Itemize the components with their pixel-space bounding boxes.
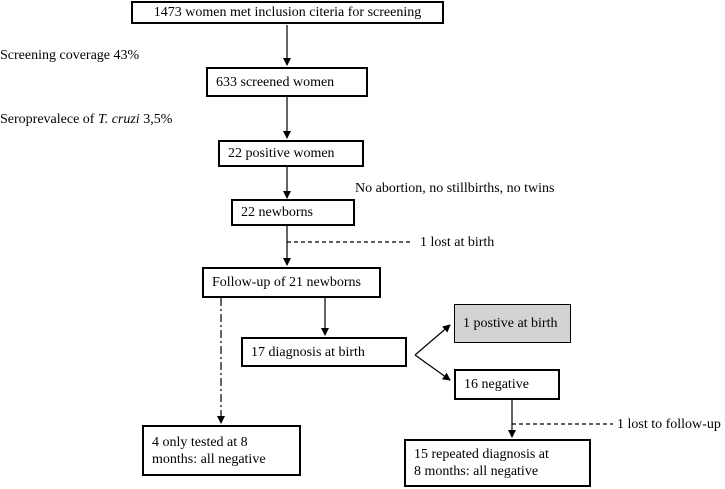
negative-text: 16 negative xyxy=(464,377,529,392)
only-tested-box: 4 only tested at 8 months: all negative xyxy=(142,425,301,476)
lost-at-birth-text: 1 lost at birth xyxy=(420,235,495,250)
lost-to-followup-note: 1 lost to follow-up xyxy=(617,416,721,433)
diagnosis-at-birth-box: 17 diagnosis at birth xyxy=(241,337,407,367)
lost-at-birth-note: 1 lost at birth xyxy=(420,234,494,251)
repeated-diagnosis-box: 15 repeated diagnosis at 8 months: all n… xyxy=(404,439,591,487)
followup-box: Follow-up of 21 newborns xyxy=(202,267,381,298)
seroprevalence-note: Seroprevalece of T. cruzi 3,5% xyxy=(0,111,172,128)
positive-at-birth-text: 1 postive at birth xyxy=(463,316,558,331)
screening-coverage-text: Screening coverage 43% xyxy=(0,48,140,63)
seroprevalence-species: T. cruzi xyxy=(97,112,140,127)
positive-women-text: 22 positive women xyxy=(228,146,335,161)
diagnosis-at-birth-text: 17 diagnosis at birth xyxy=(251,344,365,360)
seroprevalence-value: 3,5% xyxy=(139,112,173,127)
repeated-diagnosis-line1: 15 repeated diagnosis at xyxy=(414,447,549,462)
only-tested-line2: months: all negative xyxy=(152,451,266,467)
no-abortion-note: No abortion, no stillbirths, no twins xyxy=(355,180,555,197)
arrow-diagnosis-to-negative xyxy=(414,354,451,381)
screened-women-text: 633 screened women xyxy=(216,74,335,90)
positive-at-birth-box: 1 postive at birth xyxy=(454,304,571,343)
newborns-box: 22 newborns xyxy=(231,199,355,226)
newborns-text: 22 newborns xyxy=(241,205,313,220)
screening-coverage-note: Screening coverage 43% xyxy=(0,47,139,64)
negative-box: 16 negative xyxy=(454,369,560,400)
inclusion-criteria-text: 1473 women met inclusion citeria for scr… xyxy=(153,5,422,20)
screened-women-box: 633 screened women xyxy=(206,67,368,97)
lost-to-followup-text: 1 lost to follow-up xyxy=(617,417,721,432)
inclusion-criteria-box: 1473 women met inclusion citeria for scr… xyxy=(131,1,444,24)
seroprevalence-prefix: Seroprevalece of xyxy=(0,112,98,127)
arrow-diagnosis-to-positive-birth xyxy=(414,324,451,356)
repeated-diagnosis-line2: 8 months: all negative xyxy=(414,464,539,479)
only-tested-line1: 4 only tested at 8 xyxy=(152,434,248,450)
positive-women-box: 22 positive women xyxy=(218,140,364,167)
no-abortion-text: No abortion, no stillbirths, no twins xyxy=(355,181,555,196)
followup-text: Follow-up of 21 newborns xyxy=(212,275,361,290)
